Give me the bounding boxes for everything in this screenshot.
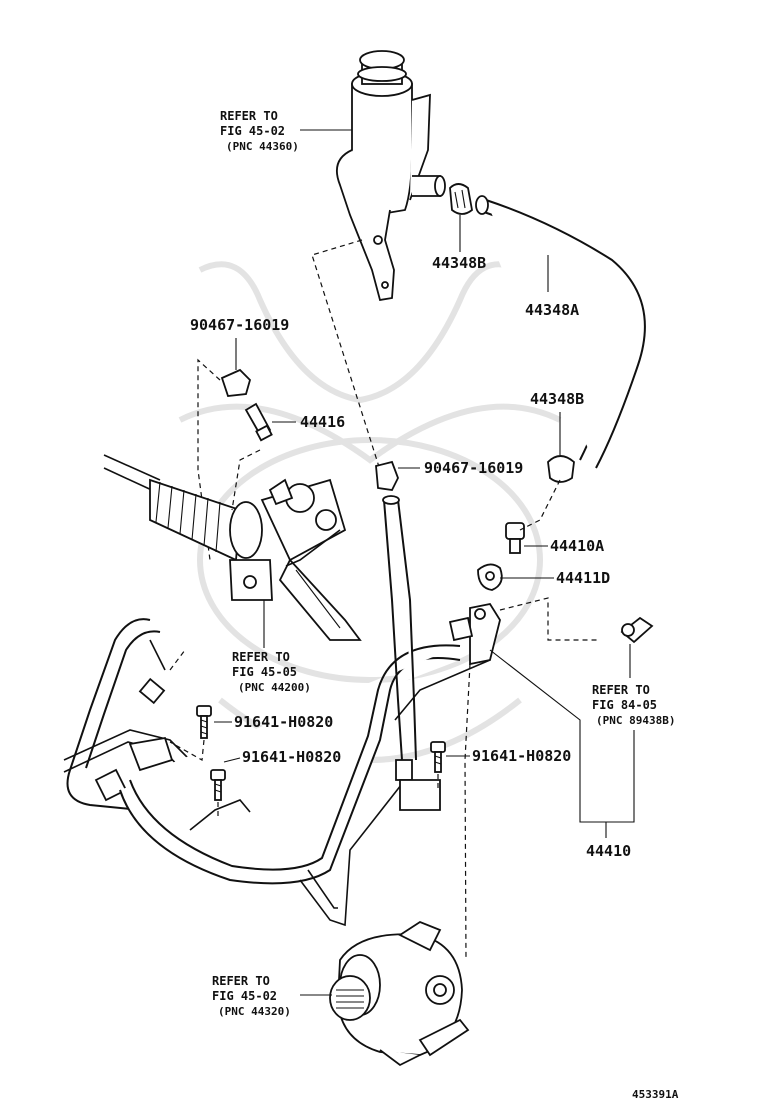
part-44410-label: 44410 xyxy=(586,842,631,860)
hose-icon xyxy=(475,195,646,469)
ref-pump-line3: (PNC 44320) xyxy=(218,1005,291,1018)
ref-pump-line2: FIG 45-02 xyxy=(212,989,277,1003)
ref-pump-callout: REFER TO FIG 45-02 (PNC 44320) xyxy=(212,974,291,1018)
bolt-icon xyxy=(430,741,446,773)
bolt-icon xyxy=(505,522,525,554)
clamp-icon xyxy=(449,183,473,215)
part-91641-a-label: 91641-H0820 xyxy=(234,713,333,731)
clamp-icon xyxy=(547,455,575,483)
part-90467-left-label: 90467-16019 xyxy=(190,316,289,334)
bolt-icon xyxy=(210,769,226,801)
hose-icon xyxy=(382,495,441,811)
ref-gear-line3: (PNC 44200) xyxy=(238,681,311,694)
steering-gear-icon xyxy=(103,454,362,641)
ref-reservoir-callout: REFER TO FIG 45-02 (PNC 44360) xyxy=(220,109,352,153)
ref-gear-line2: FIG 45-05 xyxy=(232,665,297,679)
gasket-icon xyxy=(477,563,503,591)
part-90467-mid-label: 90467-16019 xyxy=(424,459,523,477)
part-44416-label: 44416 xyxy=(300,413,345,431)
figure-id-label: 453391A xyxy=(632,1088,679,1101)
power-steering-pump-icon xyxy=(329,920,470,1067)
union-fitting-icon xyxy=(244,402,273,442)
union-fitting-icon xyxy=(138,677,166,705)
power-steering-reservoir-icon xyxy=(336,50,446,302)
ref-reservoir-line3: (PNC 44360) xyxy=(226,140,299,153)
ref-sensor-callout: REFER TO FIG 84-05 (PNC 89438B) xyxy=(592,683,675,727)
part-91641-b-label: 91641-H0820 xyxy=(242,748,341,766)
ref-sensor-line3: (PNC 89438B) xyxy=(596,714,675,727)
ref-reservoir-line2: FIG 45-02 xyxy=(220,124,285,138)
part-91641-c-label: 91641-H0820 xyxy=(472,747,571,765)
ref-sensor-line1: REFER TO xyxy=(592,683,650,697)
pressure-tube-icon xyxy=(63,644,461,927)
ref-gear-line1: REFER TO xyxy=(232,650,290,664)
bolt-icon xyxy=(196,705,212,739)
part-44348B-mid-label: 44348B xyxy=(530,390,584,408)
hose-icon xyxy=(66,618,166,811)
bracket-icon xyxy=(394,602,501,721)
ref-gear-callout: REFER TO FIG 45-05 (PNC 44200) xyxy=(232,600,311,694)
ref-sensor-line2: FIG 84-05 xyxy=(592,698,657,712)
ref-reservoir-line1: REFER TO xyxy=(220,109,278,123)
clamp-icon xyxy=(220,368,252,397)
part-44348A-label: 44348A xyxy=(525,301,579,319)
part-44411D-label: 44411D xyxy=(556,569,610,587)
ref-pump-line1: REFER TO xyxy=(212,974,270,988)
clamp-icon xyxy=(375,460,399,491)
part-44348B-top-label: 44348B xyxy=(432,254,486,272)
part-44410A-label: 44410A xyxy=(550,537,604,555)
pressure-switch-icon xyxy=(620,616,654,644)
